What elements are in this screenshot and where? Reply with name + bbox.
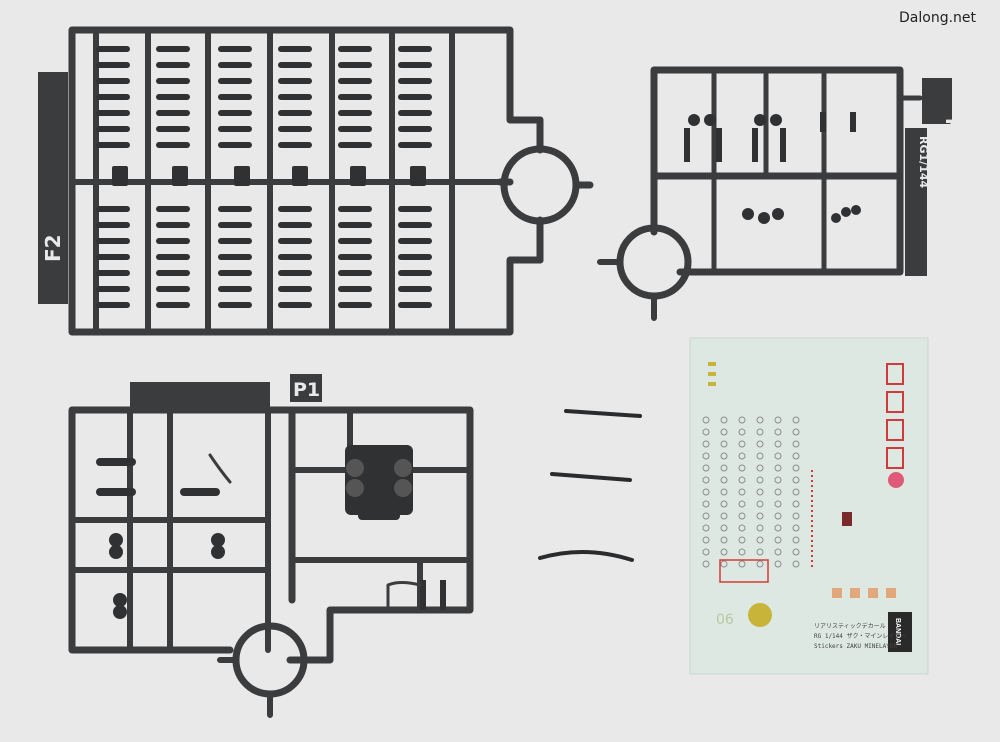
sticker-line-3: Stickers ZAKU MINELAYER: [814, 643, 897, 650]
rod-1: [564, 409, 642, 418]
loose-rods: [538, 409, 642, 562]
runner-f2: F2: [38, 26, 594, 336]
sticker-number-06: 06: [716, 612, 734, 628]
runner-p1-tag: [290, 374, 322, 402]
runner-p1-label: P1: [293, 379, 320, 401]
runner-p2-tag: [922, 78, 952, 124]
runner-f2-label: F2: [41, 234, 65, 262]
runner-p2-scale-label: RG1/144: [917, 136, 930, 188]
runner-f2-tag: [38, 72, 68, 304]
runner-p2-label: P2: [941, 118, 962, 144]
rod-3-curved: [538, 550, 634, 562]
watermark: Dalong.net: [899, 10, 976, 26]
sticker-line-2: RG 1/144 ザク・マインレイヤー: [814, 633, 906, 640]
sticker-sheet: 06 BANDAI リアリスティックデカール RG 1/144 ザク・マインレイ…: [689, 337, 929, 675]
sticker-brand-box: [888, 612, 912, 652]
sticker-line-1: リアリスティックデカール: [814, 622, 886, 630]
engine-part: [345, 445, 413, 520]
rod-2: [550, 472, 632, 482]
runner-p1: P1: [68, 374, 474, 718]
runner-p2: P2 RG1/144: [597, 66, 962, 321]
sticker-brand: BANDAI: [894, 618, 901, 645]
